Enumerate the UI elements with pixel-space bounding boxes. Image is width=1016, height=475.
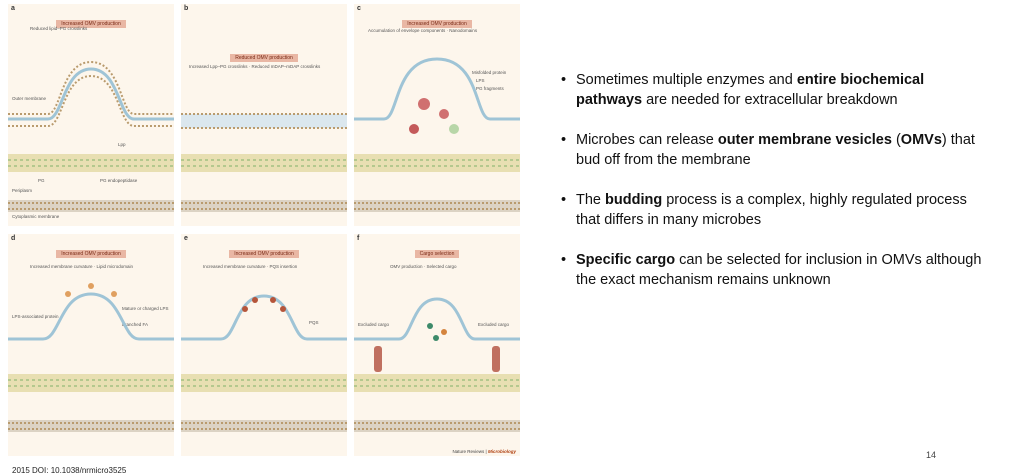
panel-sub: Increased membrane curvature · Lipid mic… (30, 264, 134, 269)
panel-note: LPS-associated protein (12, 314, 59, 319)
panel-header: Increased OMV production (56, 20, 126, 28)
panel-label: b (184, 5, 189, 12)
membrane-diagram (354, 297, 520, 432)
panel-note: Misfolded protein (472, 70, 507, 75)
panel-d: d Increased OMV production Increased mem… (8, 234, 174, 456)
panel-header: Reduced OMV production (230, 54, 298, 62)
panel-note: PG (38, 178, 45, 183)
membrane-diagram (8, 60, 174, 212)
panel-header: Increased OMV production (229, 250, 299, 258)
panel-note: PG fragments (476, 86, 504, 91)
panel-note: Excluded cargo (478, 322, 510, 327)
bullet-list: Sometimes multiple enzymes and entire bi… (561, 70, 991, 310)
panel-note: Mature or charged LPS (122, 306, 169, 311)
panel-b: b Reduced OMV production Increased Lpp–P… (181, 4, 347, 226)
panel-label: f (357, 235, 360, 242)
membrane-diagram (8, 283, 174, 432)
panel-sub: Increased membrane curvature · PQS inser… (203, 264, 298, 269)
panel-note: Excluded cargo (358, 322, 390, 327)
panel-a: a Increased OMV production Reduced lipid… (8, 4, 174, 226)
panel-note: Outer membrane (12, 96, 47, 101)
bullet-item: Specific cargo can be selected for inclu… (561, 250, 991, 290)
membrane-diagram (181, 294, 347, 432)
panel-sub: Reduced lipid–PG crosslinks (30, 26, 88, 31)
panel-f: f Cargo selection OMV production · Selec… (354, 234, 520, 456)
panel-note: Cytoplasmic membrane (12, 214, 60, 219)
panel-header: Increased OMV production (56, 250, 126, 258)
omv-figure: a Increased OMV production Reduced lipid… (6, 2, 526, 470)
membrane-diagram (181, 113, 347, 212)
panel-header: Cargo selection (414, 250, 460, 258)
panel-sub: OMV production · Selected cargo (390, 264, 457, 269)
page-number: 14 (926, 450, 937, 460)
bullet-item: Microbes can release outer membrane vesi… (561, 130, 991, 170)
panel-note: PG endopeptidase (100, 178, 138, 183)
panel-c: c Increased OMV production Accumulation … (354, 4, 520, 226)
panel-note: Lpp (118, 142, 126, 147)
figure-credit: Nature Reviews | Microbiology (452, 449, 516, 454)
panel-label: c (357, 5, 361, 12)
bullet-item: The budding process is a complex, highly… (561, 190, 991, 230)
panel-note: LPS (476, 78, 485, 83)
panel-label: a (11, 5, 15, 12)
citation: 2015 DOI: 10.1038/nrmicro3525 (12, 466, 127, 475)
panel-note: Periplasm (12, 188, 33, 193)
panel-label: e (184, 235, 188, 242)
panel-note: Branched FA (122, 322, 149, 327)
panel-header: Increased OMV production (402, 20, 472, 28)
membrane-diagram (354, 57, 520, 212)
panel-note: PQS (309, 320, 319, 325)
panel-sub: Accumulation of envelope components · Na… (368, 28, 478, 33)
panel-label: d (11, 235, 16, 242)
panel-sub: Increased Lpp–PG crosslinks · Reduced mD… (189, 64, 321, 69)
panel-e: e Increased OMV production Increased mem… (181, 234, 347, 456)
bullet-item: Sometimes multiple enzymes and entire bi… (561, 70, 991, 110)
